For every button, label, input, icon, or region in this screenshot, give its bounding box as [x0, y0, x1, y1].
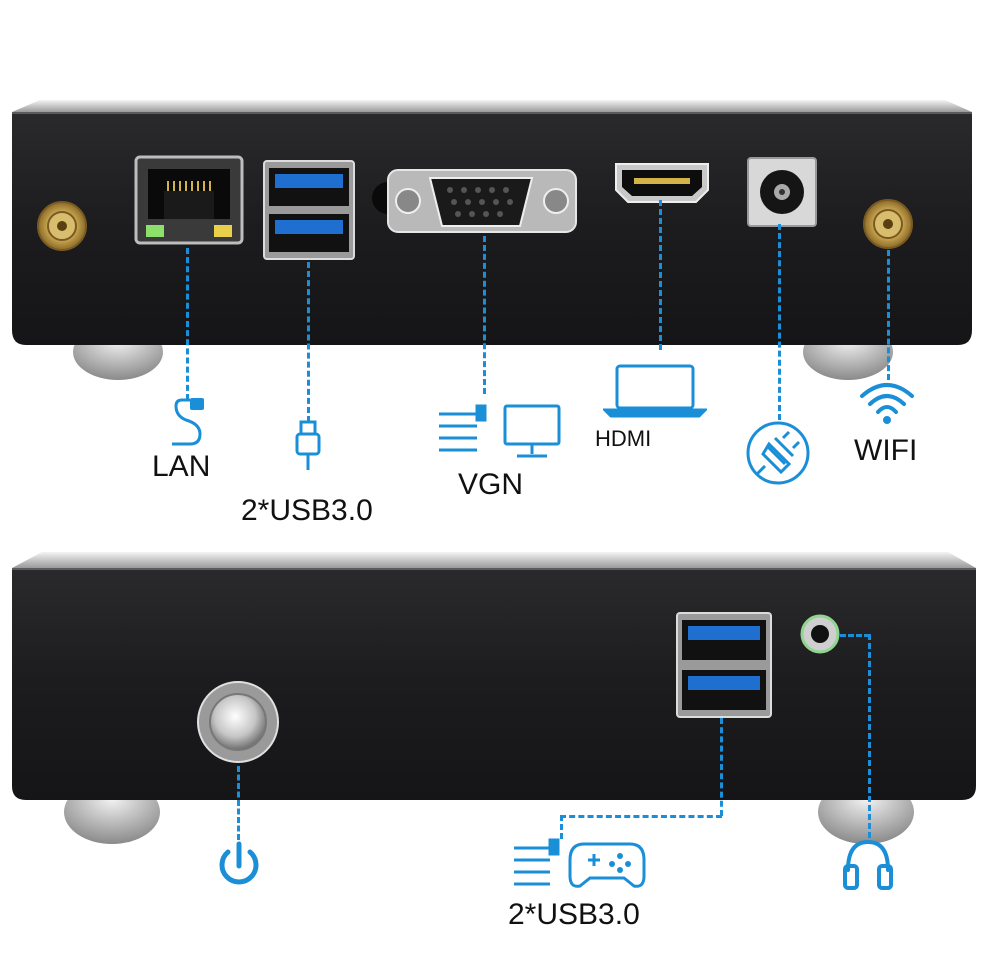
hdmi-label: HDMI — [595, 426, 652, 451]
usb-cable-gamepad-icon — [514, 838, 646, 888]
lan-dashed-line — [186, 248, 189, 400]
hdmi-dashed-line — [659, 200, 662, 350]
wifi-dashed-line — [887, 250, 890, 380]
lan-label: LAN — [152, 450, 211, 483]
front-panel-device — [12, 552, 976, 844]
usb-front-dashed-line-horizontal — [560, 815, 722, 818]
usb-front-label: 2*USB3.0 — [508, 898, 640, 931]
headphones-icon — [843, 839, 893, 890]
ethernet-cable-icon — [172, 398, 204, 446]
antenna-connector-right-icon — [863, 199, 913, 249]
hdmi-port-icon — [615, 163, 709, 203]
usb-rear-label: 2*USB3.0 — [241, 494, 373, 527]
laptop-icon — [603, 364, 707, 418]
wifi-icon — [860, 383, 914, 424]
power-plug-icon — [746, 421, 810, 485]
usb-front-dashed-line-drop — [560, 815, 563, 839]
usb-rear-dashed-line — [307, 262, 310, 422]
usb-front-dashed-line-vertical — [720, 718, 723, 816]
dc-power-jack-icon — [747, 157, 817, 227]
lan-port-icon — [134, 155, 244, 245]
audio-dashed-line-vertical — [868, 634, 871, 838]
power-front-dashed-line — [237, 766, 240, 840]
power-icon — [219, 841, 259, 885]
audio-dashed-line-horizontal — [840, 634, 870, 637]
vga-dashed-line — [483, 236, 486, 394]
antenna-connector-left-icon — [37, 201, 87, 251]
usb-plug-icon — [295, 420, 321, 470]
monitor-cable-icon — [439, 404, 561, 458]
audio-jack-icon — [800, 614, 840, 654]
wifi-label: WIFI — [854, 434, 918, 467]
vga-label: VGN — [458, 468, 524, 501]
usb-ports-rear-icon — [263, 160, 355, 260]
vga-port-icon — [372, 169, 577, 233]
power-button[interactable] — [196, 680, 280, 764]
power-rear-dashed-line — [778, 224, 781, 420]
usb-ports-front-icon — [676, 612, 772, 718]
